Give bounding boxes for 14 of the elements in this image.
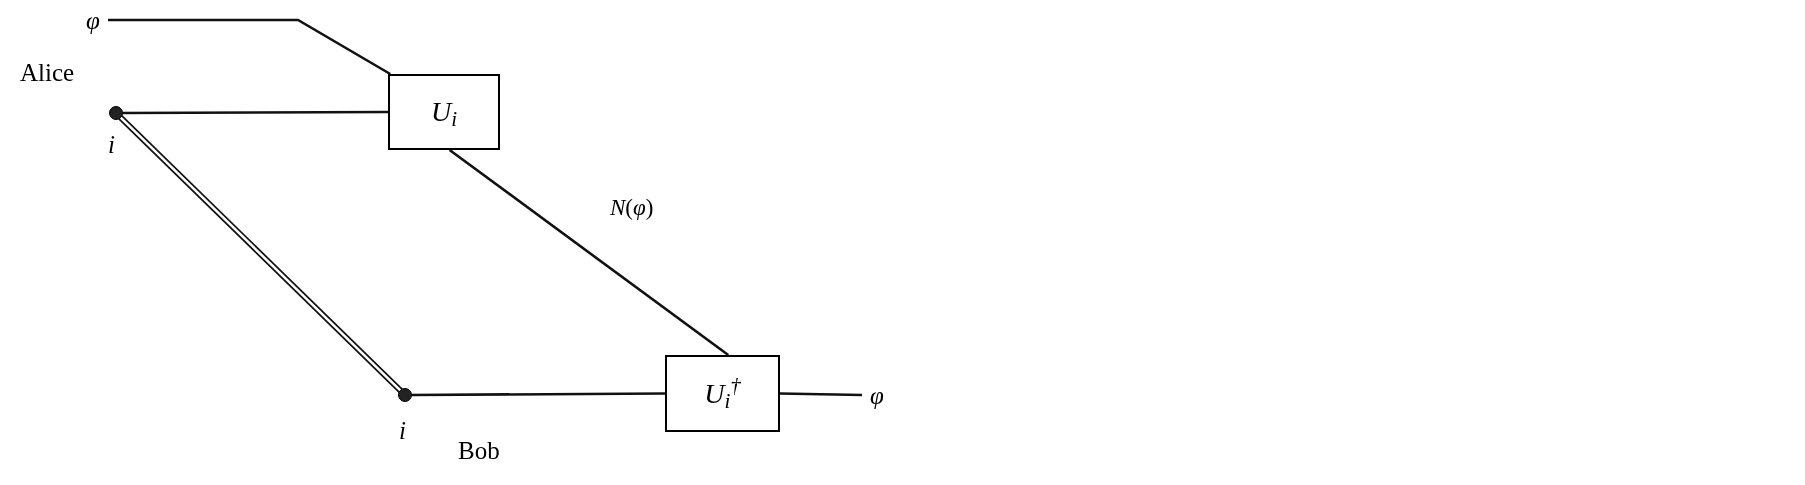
node-caption: i xyxy=(399,418,406,443)
line xyxy=(123,110,388,115)
line xyxy=(779,392,863,397)
state-label: φ xyxy=(78,4,108,36)
line xyxy=(108,18,391,76)
state-label: φ xyxy=(862,379,892,411)
edge-label: N(φ) xyxy=(610,196,654,219)
node-caption: i xyxy=(108,132,115,157)
line xyxy=(448,148,730,357)
gate-box: U$_{i}$ xyxy=(388,74,500,150)
line xyxy=(412,392,665,397)
double-line xyxy=(118,115,403,393)
party-label: Alice xyxy=(20,60,75,85)
node-caption: Bob xyxy=(458,438,500,463)
